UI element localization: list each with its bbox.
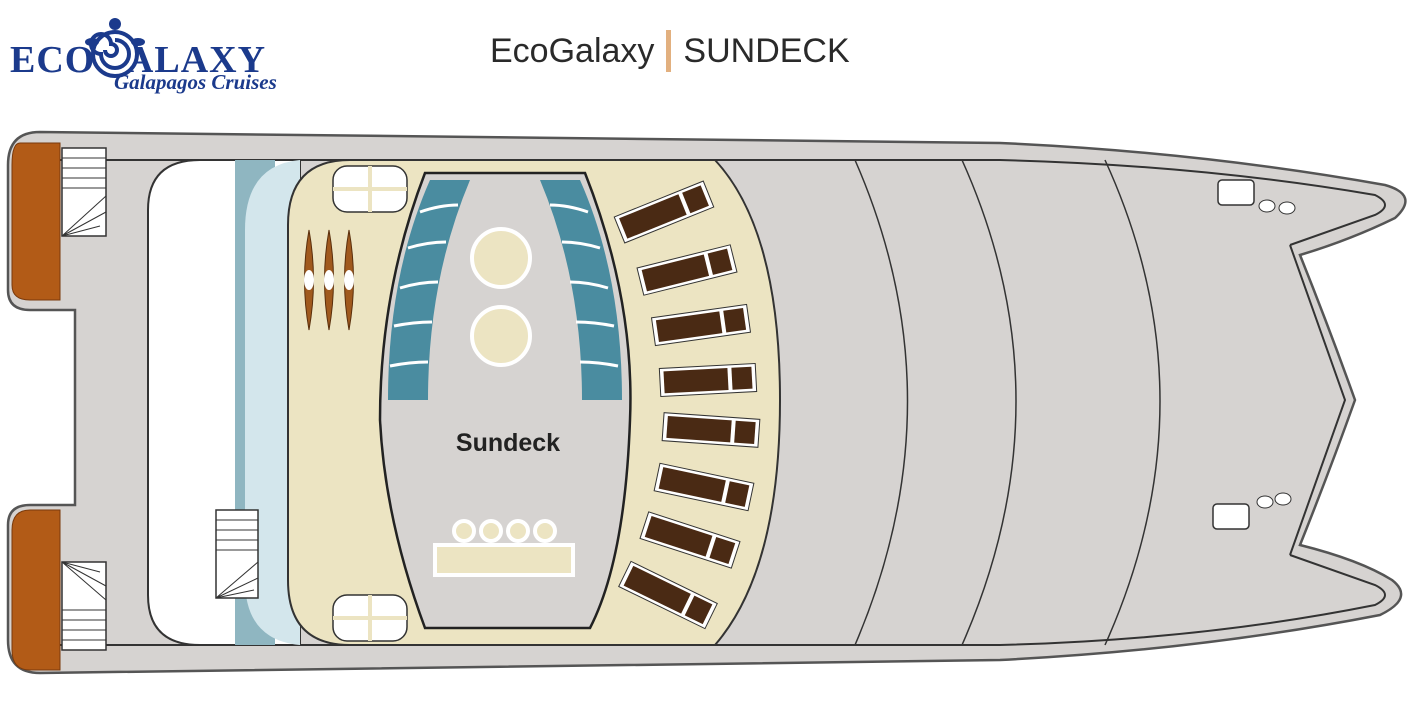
curved-seating-left [388,180,470,400]
sun-lounger [661,412,761,448]
sun-loungers [613,180,761,630]
jacuzzi-2 [470,305,532,367]
page-title: EcoGalaxy SUNDECK [490,30,850,72]
sun-lounger [653,462,755,512]
kayaks [304,229,354,331]
stern-box-bottom [1212,503,1250,530]
stern-box-top [1217,179,1255,206]
bar-counter [433,519,575,577]
sun-lounger [650,303,752,347]
staircase-mid [215,509,259,599]
table-bottom [332,594,408,642]
sun-lounger [636,244,738,296]
sun-lounger [658,362,758,398]
tender-boat-top [11,142,61,301]
deck-plan: Sundeck [6,130,1407,675]
hull-stern-edge [1289,244,1347,556]
central-deck [378,171,632,630]
hull-inner-line-bottom [50,554,1386,646]
table-top [332,165,408,213]
shade-canopy-lines [854,159,1161,646]
ship-name: EcoGalaxy [490,31,655,70]
cleat-top [1258,199,1296,215]
deck-name: SUNDECK [683,31,850,70]
logo-tagline: Galapagos Cruises [114,70,277,94]
tender-boat-bottom [11,509,61,671]
sun-lounger [613,180,715,244]
sun-lounger [639,511,741,569]
logo: ECOGALAXY Galapagos Cruises [10,18,310,98]
title-divider [666,30,672,72]
sundeck-label: Sundeck [456,429,560,457]
cleat-bottom [1256,492,1292,509]
turtle-swirl-icon [85,18,145,78]
spiral-staircase-top [61,147,107,237]
hull-inner-line [50,159,1386,246]
seat-dividers [389,203,619,368]
jacuzzi-1 [470,227,532,289]
sun-lounger [618,560,718,630]
curved-seating-right [540,180,622,400]
spiral-staircase-bottom [61,561,107,651]
